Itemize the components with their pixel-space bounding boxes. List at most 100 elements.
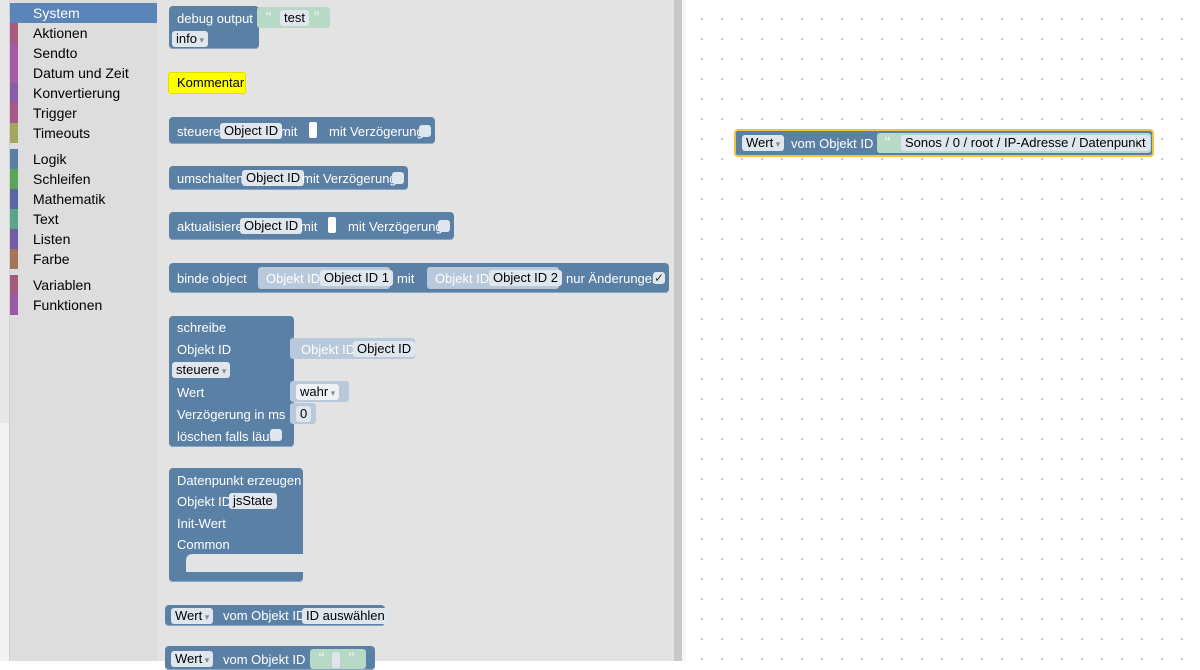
create-state-label: Datenpunkt erzeugen xyxy=(177,473,302,488)
category-label: Text xyxy=(33,211,59,227)
category-farbe[interactable]: Farbe xyxy=(10,249,157,269)
create-state-block[interactable]: Datenpunkt erzeugen Objekt ID jsState In… xyxy=(169,468,303,582)
create-common-label: Common xyxy=(177,537,230,552)
value-input-socket[interactable] xyxy=(328,217,336,233)
bind-with-label: mit xyxy=(397,271,415,286)
category-label: Trigger xyxy=(33,105,77,121)
toggle-object-id-field[interactable]: Object ID xyxy=(242,170,305,186)
write-object-id-subblock[interactable]: Objekt ID Object ID xyxy=(290,338,416,359)
bind-object-id-2-field[interactable]: Object ID 2 xyxy=(489,270,563,286)
write-clear-checkbox[interactable] xyxy=(270,429,282,441)
bind-block[interactable]: binde object Objekt ID Object ID 1 mit O… xyxy=(169,263,669,293)
category-label: Mathematik xyxy=(33,191,106,207)
workspace-get-value-block[interactable]: Wert vom Objekt ID “ Sonos / 0 / root / … xyxy=(734,129,1154,157)
category-swatch xyxy=(10,63,18,83)
category-label: Funktionen xyxy=(33,297,103,313)
bind-object-label: object xyxy=(212,271,247,286)
ws-path-field[interactable]: Sonos / 0 / root / IP-Adresse / Datenpun… xyxy=(901,135,1150,151)
write-value-label: Wert xyxy=(177,385,205,400)
left-edge-strip xyxy=(0,0,9,661)
category-label: Schleifen xyxy=(33,171,91,187)
boolean-subblock[interactable]: wahr xyxy=(290,381,349,402)
write-mode-dropdown[interactable]: steuere xyxy=(172,362,231,378)
number-subblock[interactable]: 0 xyxy=(290,403,316,424)
category-label: Sendto xyxy=(33,45,78,61)
get-value-mode-dropdown[interactable]: Wert xyxy=(171,651,214,667)
bind-label: binde xyxy=(177,271,209,286)
ws-from-label: vom Objekt ID xyxy=(791,136,874,151)
debug-output-block[interactable]: debug output info xyxy=(169,6,259,49)
flyout-scrollbar[interactable] xyxy=(674,0,682,661)
object-id-subblock-1[interactable]: Objekt ID Object ID 1 xyxy=(258,267,394,289)
toggle-delay-checkbox[interactable] xyxy=(392,172,404,184)
comment-label: Kommentar xyxy=(177,75,245,90)
empty-text-field[interactable] xyxy=(332,652,340,668)
control-object-id-field[interactable]: Object ID xyxy=(220,123,283,139)
category-swatch xyxy=(10,149,18,169)
write-delay-field[interactable]: 0 xyxy=(296,406,312,422)
comment-block[interactable]: Kommentar xyxy=(168,72,246,94)
text-string-block[interactable]: “ test ” xyxy=(257,7,330,28)
open-quote-icon: “ xyxy=(318,649,325,665)
left-edge-strip-lower xyxy=(0,423,9,661)
get-value-block[interactable]: Wert vom Objekt ID ID auswählen xyxy=(165,605,389,626)
category-swatch xyxy=(10,83,18,103)
category-schleifen[interactable]: Schleifen xyxy=(10,169,157,189)
category-swatch xyxy=(10,23,18,43)
category-label: Konvertierung xyxy=(33,85,121,101)
category-mathematik[interactable]: Mathematik xyxy=(10,189,157,209)
category-funktionen[interactable]: Funktionen xyxy=(10,295,157,315)
category-listen[interactable]: Listen xyxy=(10,229,157,249)
debug-text-field[interactable]: test xyxy=(280,10,309,26)
control-delay-checkbox[interactable] xyxy=(419,125,431,137)
write-value-dropdown[interactable]: wahr xyxy=(296,384,340,400)
write-block[interactable]: schreibe Objekt ID steuere Wert Verzöger… xyxy=(169,316,294,447)
subblock-label: Objekt ID xyxy=(301,342,356,357)
update-label: aktualisiere xyxy=(177,219,243,234)
category-logik[interactable]: Logik xyxy=(10,149,157,169)
category-timeouts[interactable]: Timeouts xyxy=(10,123,157,143)
object-id-subblock-2[interactable]: Objekt ID Object ID 2 xyxy=(427,267,563,289)
bind-only-changes-label: nur Änderungen xyxy=(566,271,660,286)
category-label: Listen xyxy=(33,231,71,247)
control-delay-label: mit Verzögerung xyxy=(329,124,424,139)
category-trigger[interactable]: Trigger xyxy=(10,103,157,123)
control-block[interactable]: steuere Object ID mit mit Verzögerung xyxy=(169,117,435,144)
category-swatch xyxy=(10,229,18,249)
update-block[interactable]: aktualisiere Object ID mit mit Verzögeru… xyxy=(169,212,454,240)
get-value-id-selector[interactable]: ID auswählen xyxy=(302,608,389,624)
get-value-string-block[interactable]: Wert vom Objekt ID “ ” xyxy=(165,646,375,670)
bind-object-id-1-field[interactable]: Object ID 1 xyxy=(320,270,394,286)
category-konvertierung[interactable]: Konvertierung xyxy=(10,83,157,103)
write-object-id-label: Objekt ID xyxy=(177,342,232,357)
update-with-label: mit xyxy=(300,219,318,234)
toggle-block[interactable]: umschalten Object ID mit Verzögerung xyxy=(169,166,408,190)
open-quote-icon: “ xyxy=(884,133,891,149)
category-datum-und-zeit[interactable]: Datum und Zeit xyxy=(10,63,157,83)
category-label: Aktionen xyxy=(33,25,88,41)
debug-level-dropdown[interactable]: info xyxy=(172,31,208,47)
debug-output-label: debug output xyxy=(177,11,253,26)
category-aktionen[interactable]: Aktionen xyxy=(10,23,157,43)
category-label: Datum und Zeit xyxy=(33,65,129,81)
update-delay-checkbox[interactable] xyxy=(438,220,450,232)
get-value-mode-dropdown[interactable]: Wert xyxy=(171,608,214,624)
category-sendto[interactable]: Sendto xyxy=(10,43,157,63)
get-value-from-label: vom Objekt ID xyxy=(223,608,306,623)
ws-mode-dropdown[interactable]: Wert xyxy=(742,135,785,151)
workspace-canvas[interactable] xyxy=(686,0,1200,661)
value-input-socket[interactable] xyxy=(309,122,317,138)
update-object-id-field[interactable]: Object ID xyxy=(240,218,303,234)
category-text[interactable]: Text xyxy=(10,209,157,229)
ws-text-string-block[interactable]: “ Sonos / 0 / root / IP-Adresse / Datenp… xyxy=(877,133,1151,153)
category-system[interactable]: System xyxy=(10,3,157,23)
category-variablen[interactable]: Variablen xyxy=(10,275,157,295)
text-string-subblock[interactable]: “ ” xyxy=(310,649,366,669)
create-state-name-field[interactable]: jsState xyxy=(229,493,277,509)
subblock-label: Objekt ID xyxy=(266,271,321,286)
open-quote-icon: “ xyxy=(265,8,272,24)
write-object-id-field[interactable]: Object ID xyxy=(353,341,416,357)
bind-only-changes-checkbox[interactable]: ✓ xyxy=(653,271,665,285)
flyout-scrollbar-thumb[interactable] xyxy=(674,0,682,661)
update-delay-label: mit Verzögerung xyxy=(348,219,443,234)
